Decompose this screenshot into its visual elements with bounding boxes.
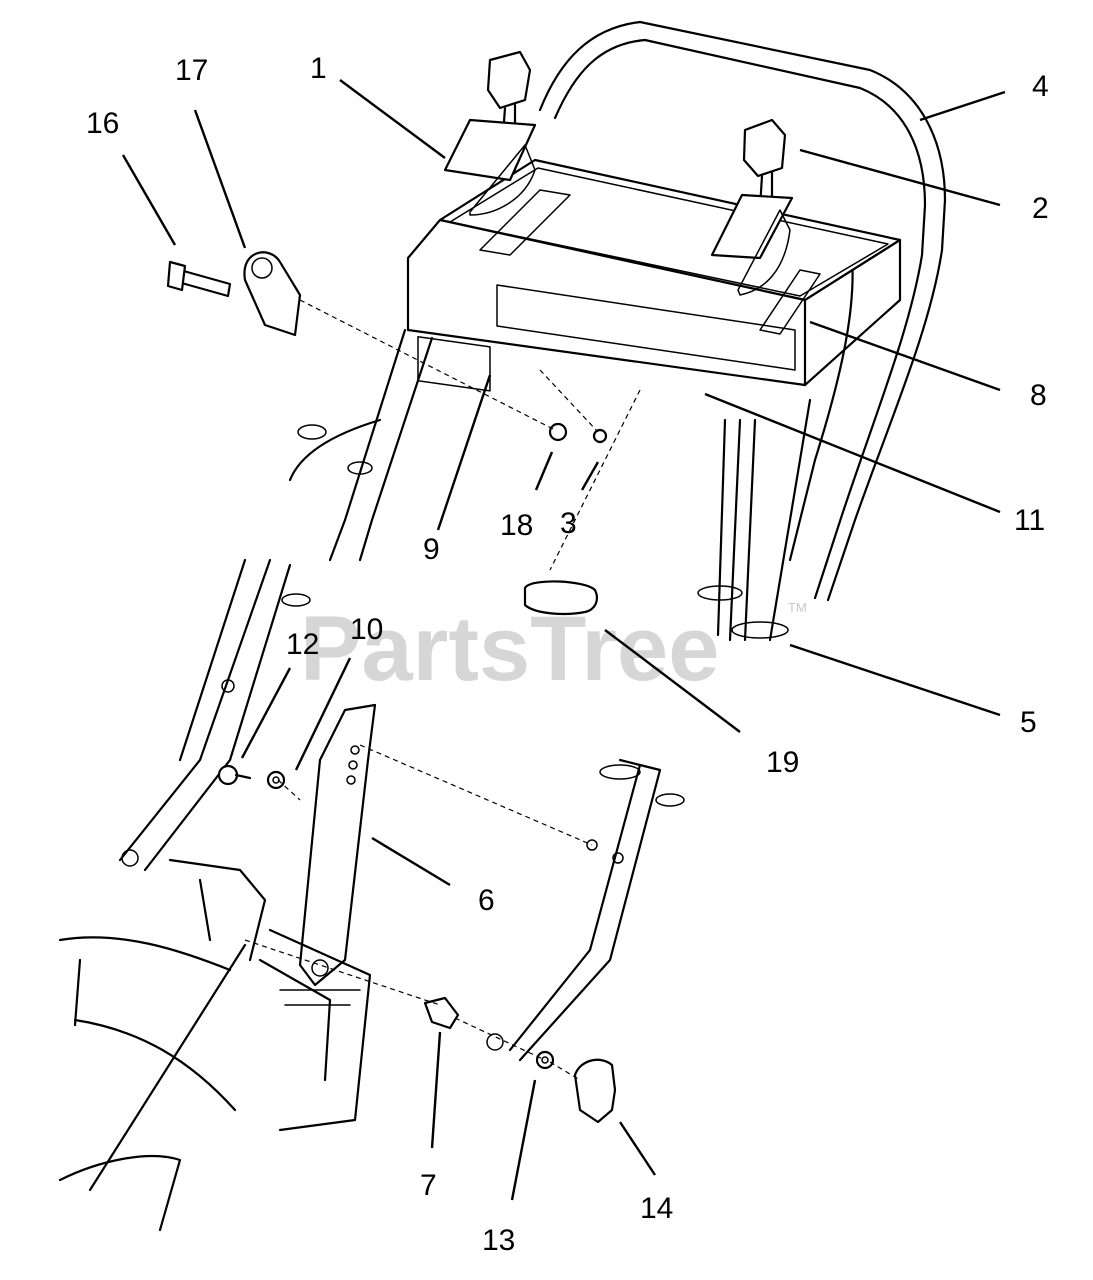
callout-4: 4 (1032, 70, 1049, 103)
lower-handle-right (486, 758, 685, 1062)
mower-deck-housing (58, 858, 372, 1232)
callout-16: 16 (86, 107, 119, 140)
callout-8: 8 (1030, 379, 1047, 412)
watermark-trademark: TM (788, 600, 807, 615)
washer-left (266, 770, 286, 790)
clevis-pin (166, 260, 232, 298)
callout-5: 5 (1020, 706, 1037, 739)
callout-1: 1 (310, 52, 327, 85)
watermark-text: PartsTree (300, 598, 719, 700)
callout-12: 12 (286, 628, 319, 661)
callout-2: 2 (1032, 192, 1049, 225)
leader-lines (121, 79, 1006, 1201)
callout-11: 11 (1014, 504, 1045, 537)
screw (592, 428, 608, 444)
callout-18: 18 (500, 509, 533, 542)
callout-7: 7 (420, 1169, 437, 1202)
lower-handle-left (118, 558, 311, 872)
pivot-bracket (243, 251, 302, 337)
callout-6: 6 (478, 884, 495, 917)
callout-19: 19 (766, 746, 799, 779)
control-panel (406, 158, 902, 392)
assembly-lines (244, 299, 641, 1081)
upper-handle-tubes (288, 328, 812, 642)
callout-numbers: 1 2 3 4 5 6 7 8 9 10 11 12 13 14 16 17 1… (86, 52, 1049, 1257)
handle-bracket (298, 703, 377, 987)
shift-lever-left (443, 50, 537, 216)
lock-nut (548, 422, 568, 442)
bolt-left (217, 764, 252, 786)
plug-cap (523, 580, 599, 616)
callout-17: 17 (175, 54, 208, 87)
knob (573, 1058, 617, 1124)
callout-9: 9 (423, 533, 440, 566)
callout-13: 13 (482, 1224, 515, 1257)
shift-lever-right (710, 118, 794, 296)
shoulder-bolt (423, 996, 460, 1030)
callout-14: 14 (640, 1192, 673, 1225)
callout-10: 10 (350, 613, 383, 646)
callout-3: 3 (560, 507, 577, 540)
